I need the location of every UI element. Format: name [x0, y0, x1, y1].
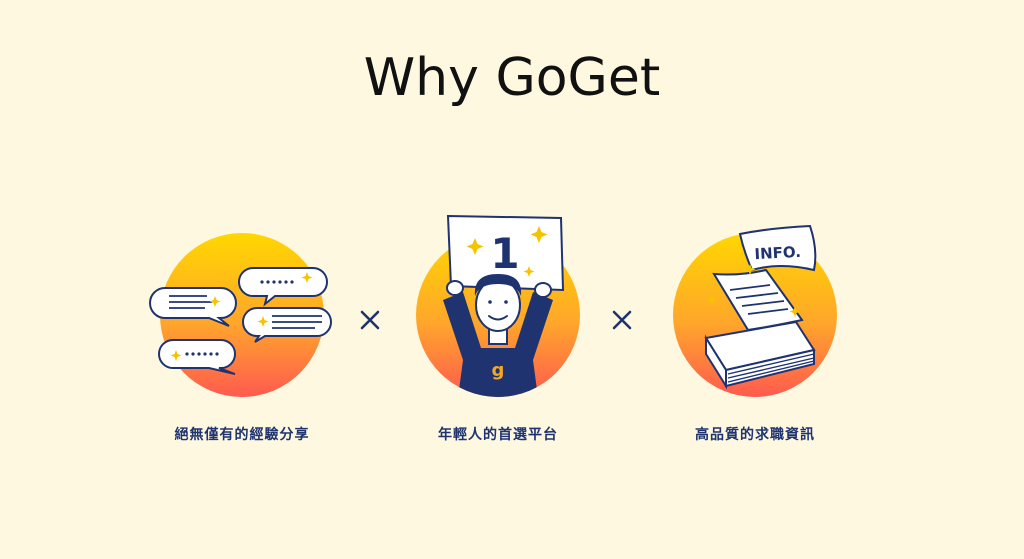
feature-card-platform: 1 g — [413, 214, 583, 400]
feature-card-information: INFO. — [670, 224, 840, 400]
multiply-icon — [612, 310, 632, 330]
sign-number: 1 — [490, 229, 519, 278]
person-holding-number-one-sign-icon: 1 g — [416, 214, 580, 397]
multiply-icon — [360, 310, 380, 330]
page-title: Why GoGet — [363, 48, 661, 108]
feature-caption-information: 高品質的求職資訊 — [695, 427, 815, 443]
shirt-logo: g — [492, 360, 505, 381]
info-documents-stack-icon: INFO. — [673, 224, 837, 397]
feature-caption-experience: 絕無僅有的經驗分享 — [174, 427, 310, 443]
speech-bubbles-icon — [149, 233, 332, 397]
feature-caption-platform: 年輕人的首選平台 — [438, 427, 558, 443]
info-label: INFO. — [754, 243, 801, 263]
feature-card-experience — [149, 230, 332, 400]
